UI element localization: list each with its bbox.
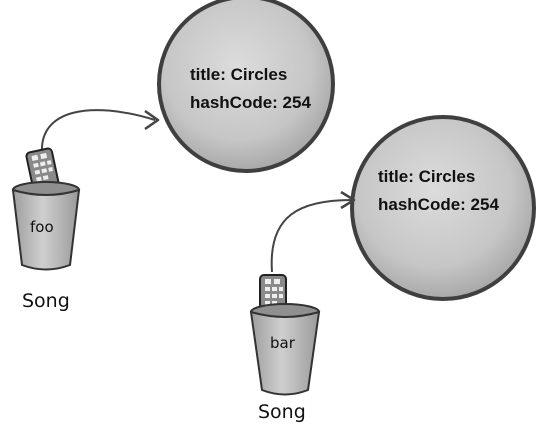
song-object-2: title: Circles hashCode: 254 — [350, 115, 536, 301]
object-2-hashcode: hashCode: 254 — [378, 195, 499, 214]
reference-arrow-bar — [270, 190, 356, 273]
variable-type-bar: Song — [258, 401, 306, 423]
song-object-1: title: Circles hashCode: 254 — [157, 0, 335, 173]
reference-variable-foo: foo Song — [11, 147, 81, 312]
object-1-title: title: Circles — [190, 65, 287, 84]
object-2-title: title: Circles — [378, 167, 475, 186]
variable-cup-icon — [249, 303, 321, 396]
reference-arrow-foo — [40, 109, 160, 153]
variable-cup-icon — [11, 181, 81, 271]
variable-name-foo: foo — [30, 218, 54, 236]
variable-name-bar: bar — [270, 334, 296, 352]
variable-type-foo: Song — [22, 290, 70, 312]
object-1-hashcode: hashCode: 254 — [190, 93, 311, 112]
reference-variable-bar: bar Song — [249, 274, 321, 423]
